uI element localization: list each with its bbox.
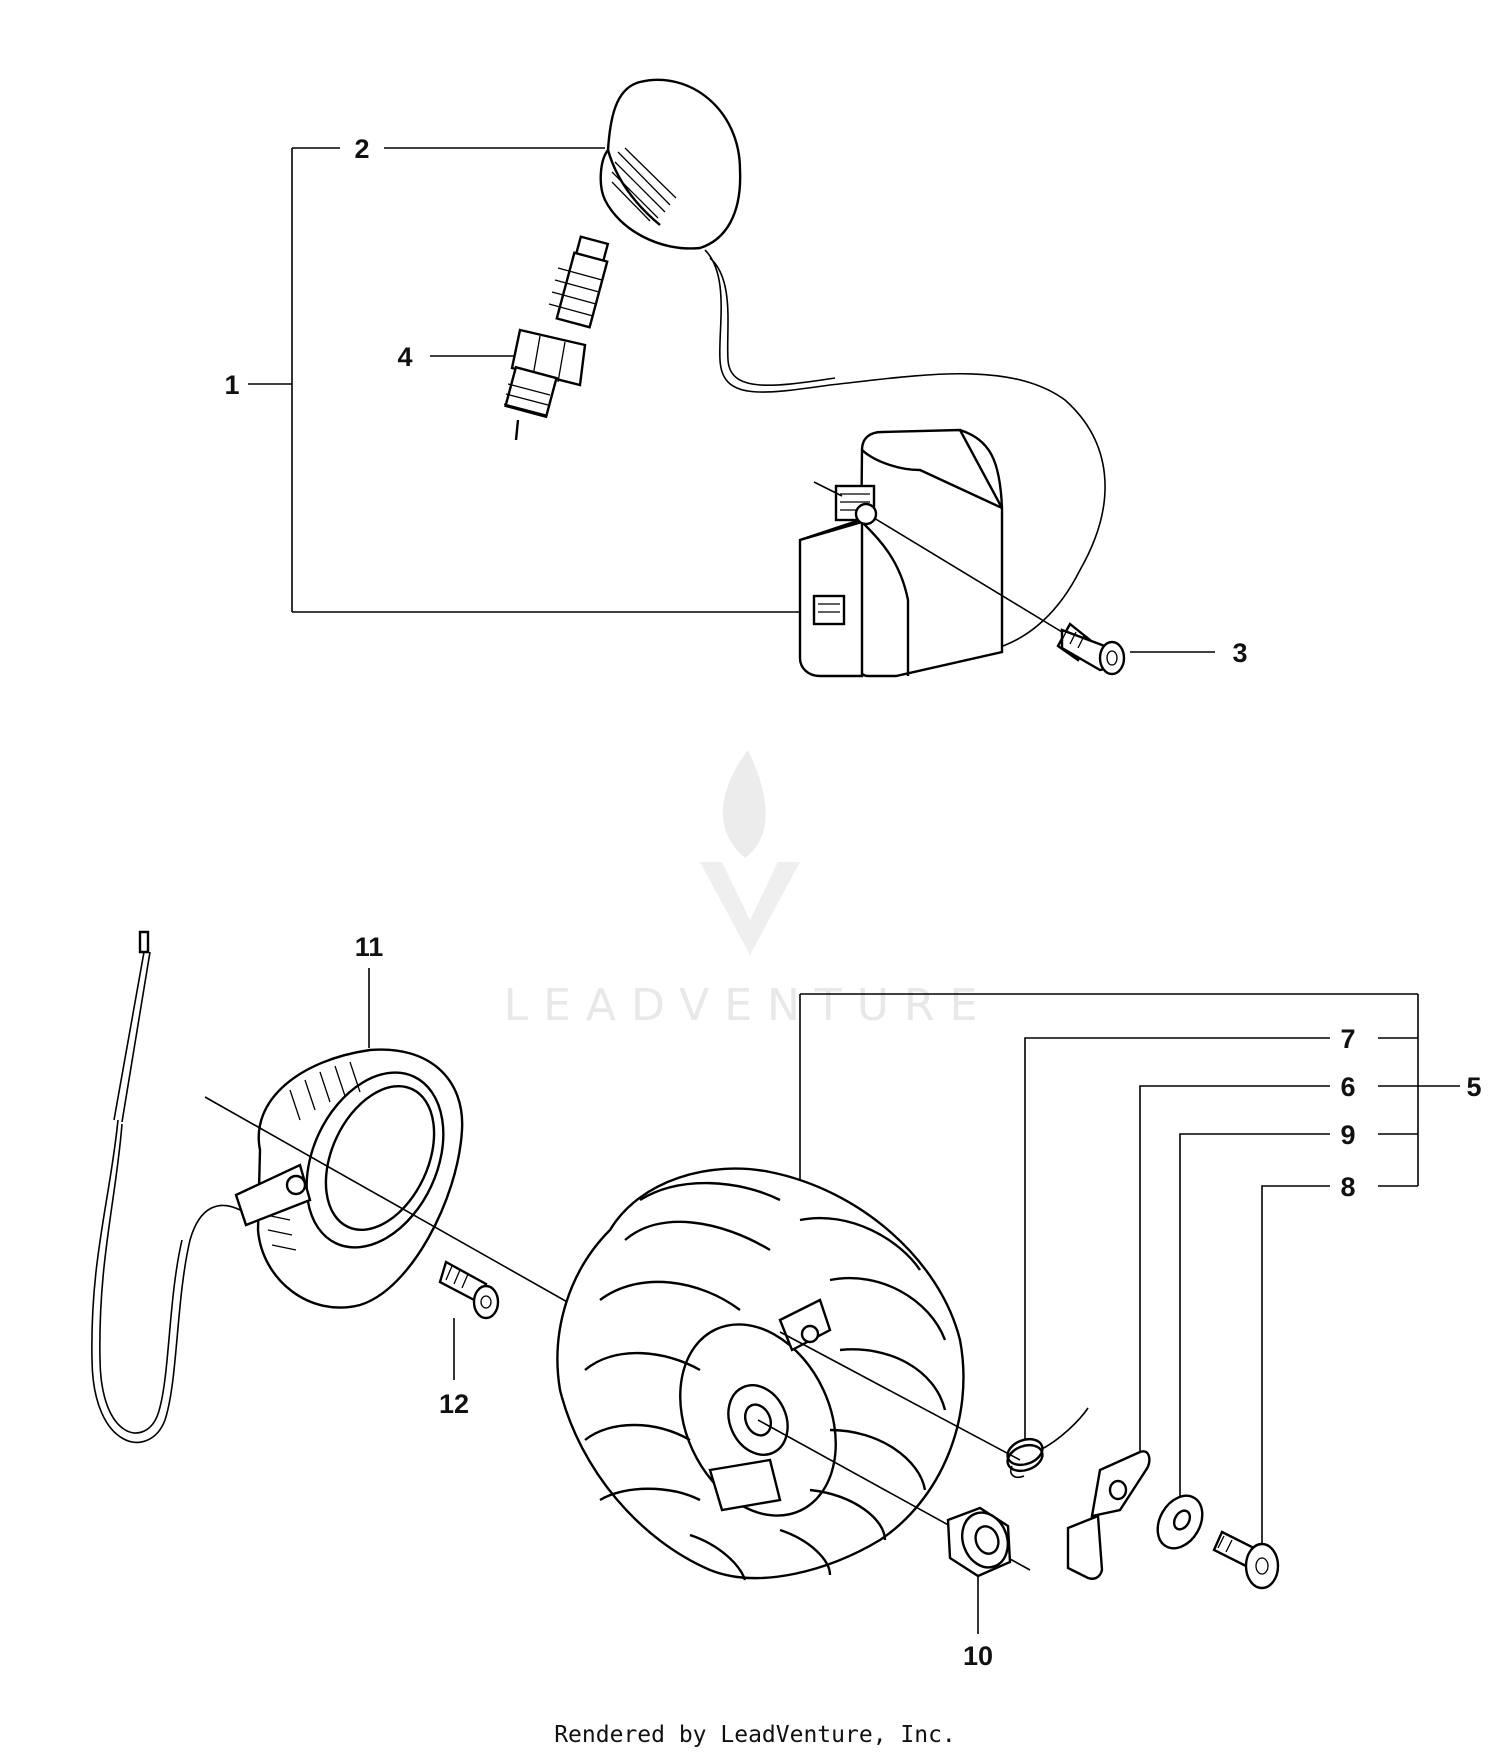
callout-12: 12 xyxy=(439,1389,469,1419)
screw-thread-lines xyxy=(1061,627,1085,649)
callout-9: 9 xyxy=(1340,1120,1355,1150)
leadventure-watermark: LEADVENTURE xyxy=(504,750,993,1031)
callout-1: 1 xyxy=(224,370,239,400)
callout-4: 4 xyxy=(397,342,412,372)
cap-grip-lines xyxy=(611,147,677,222)
callout-10: 10 xyxy=(963,1641,993,1671)
callout-6: 6 xyxy=(1340,1072,1355,1102)
spark-plug-cap xyxy=(599,78,1106,651)
lower-assembly xyxy=(91,930,1460,1634)
ignition-coil xyxy=(204,1048,586,1313)
module-screw xyxy=(1056,622,1126,676)
ignition-module xyxy=(798,428,1063,678)
flywheel-fins xyxy=(584,1181,947,1581)
flywheel-bracket-plate xyxy=(1066,1450,1151,1580)
flywheel-screw xyxy=(1212,1530,1280,1590)
callout-labels: 1 2 3 4 5 6 7 8 9 10 11 12 xyxy=(224,134,1481,1671)
callout-11: 11 xyxy=(355,932,384,962)
plug-thread-lines xyxy=(503,383,551,416)
coil-screw xyxy=(438,1260,500,1320)
callout-bracket-1 xyxy=(248,147,810,613)
coil-lead-wire xyxy=(91,930,241,1444)
flywheel xyxy=(556,1167,1031,1581)
washer xyxy=(1156,1494,1204,1550)
callout-2: 2 xyxy=(354,134,369,164)
upper-assembly xyxy=(248,78,1215,678)
callout-8: 8 xyxy=(1340,1172,1355,1202)
plug-insulator-ribs xyxy=(548,267,603,317)
footer-credit: Rendered by LeadVenture, Inc. xyxy=(554,1722,956,1748)
ignition-lead-wire xyxy=(704,249,1106,651)
flywheel-nut xyxy=(946,1506,1012,1578)
watermark-brand-text: LEADVENTURE xyxy=(504,980,993,1031)
callout-5: 5 xyxy=(1466,1072,1481,1102)
leader-line-7 xyxy=(1024,1037,1330,1440)
leader-line-6 xyxy=(1139,1085,1330,1478)
leader-line-8 xyxy=(1261,1185,1330,1544)
callout-3: 3 xyxy=(1232,638,1247,668)
callout-7: 7 xyxy=(1340,1024,1355,1054)
callout-bracket-5 xyxy=(799,993,1460,1187)
spark-plug xyxy=(503,235,610,441)
spring-clip xyxy=(1006,1407,1089,1479)
leader-line-9 xyxy=(1179,1133,1330,1510)
module-terminal-pad xyxy=(812,484,876,626)
flame-v-logo-icon xyxy=(700,750,800,955)
